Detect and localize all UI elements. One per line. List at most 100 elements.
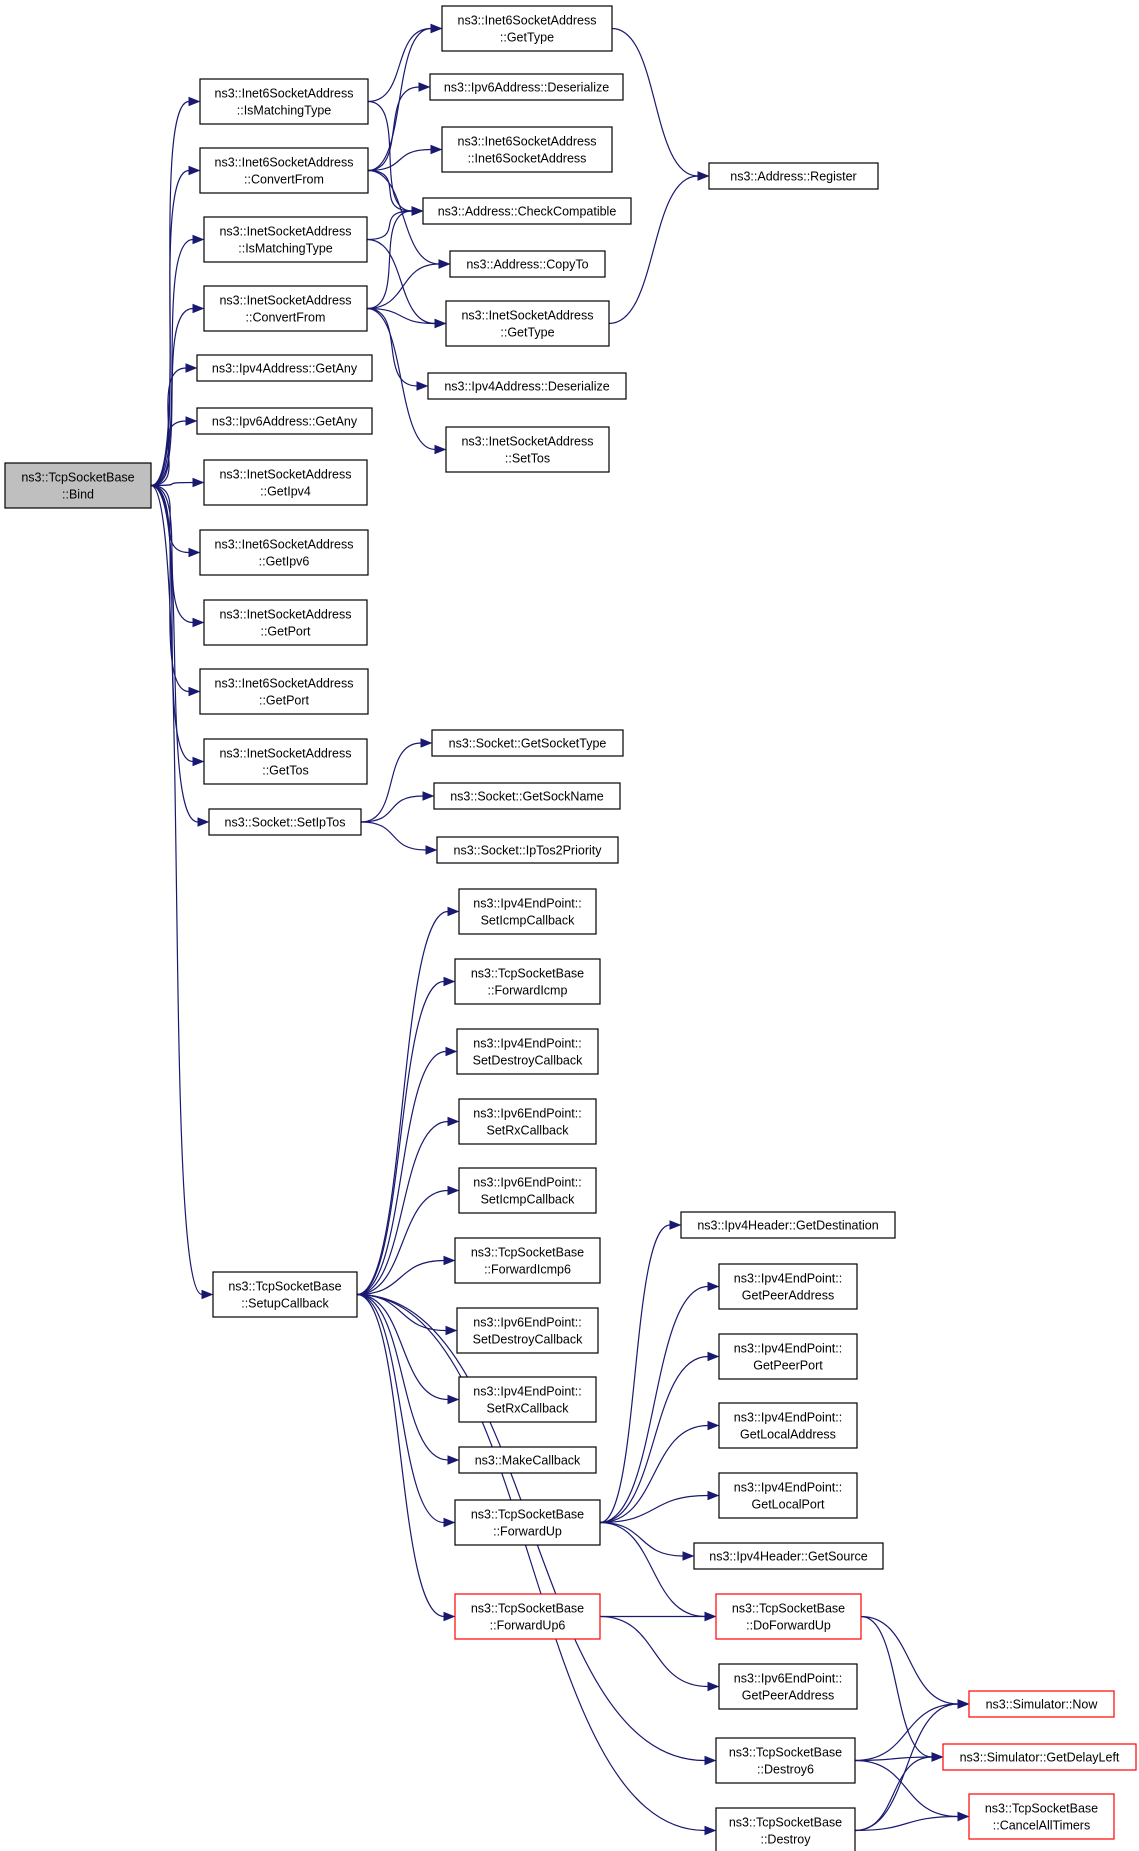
node-box	[693, 1542, 884, 1570]
node-cancelalltimers[interactable]: ns3::TcpSocketBase::CancelAllTimers	[968, 1793, 1115, 1840]
node-ep4_setdestroy[interactable]: ns3::Ipv4EndPoint::SetDestroyCallback	[456, 1028, 599, 1075]
node-ep6_setrx[interactable]: ns3::Ipv6EndPoint::SetRxCallback	[458, 1098, 597, 1145]
node-copyto[interactable]: ns3::Address::CopyTo	[449, 250, 606, 278]
node-register[interactable]: ns3::Address::Register	[708, 162, 879, 190]
node-i4_settos[interactable]: ns3::InetSocketAddress::SetTos	[445, 426, 610, 473]
node-label: ::Inet6SocketAddress	[468, 152, 587, 166]
node-setiptos[interactable]: ns3::Socket::SetIpTos	[208, 808, 362, 836]
edge-i4_convert-to-i4_settos	[366, 307, 447, 455]
edge-bind-to-i4_convert	[150, 303, 205, 487]
node-label: SetIcmpCallback	[481, 1193, 576, 1207]
node-iptos2prio[interactable]: ns3::Socket::IpTos2Priority	[436, 836, 619, 864]
node-box	[458, 1446, 597, 1474]
node-ep4_getpeeraddr[interactable]: ns3::Ipv4EndPoint::GetPeerAddress	[718, 1263, 858, 1310]
node-label: ns3::Ipv6EndPoint::	[473, 1176, 581, 1190]
node-destroy[interactable]: ns3::TcpSocketBase::Destroy	[715, 1807, 856, 1851]
node-doforwardup[interactable]: ns3::TcpSocketBase::DoForwardUp	[715, 1593, 862, 1640]
node-i6_convert[interactable]: ns3::Inet6SocketAddress::ConvertFrom	[199, 147, 369, 194]
node-label: ns3::Socket::GetSockName	[450, 790, 604, 804]
node-ep4_getlocalport[interactable]: ns3::Ipv4EndPoint::GetLocalPort	[718, 1472, 858, 1519]
node-ep6_seticmp[interactable]: ns3::Ipv6EndPoint::SetIcmpCallback	[458, 1167, 597, 1214]
node-label: ::GetIpv4	[260, 485, 311, 499]
node-box	[203, 599, 368, 646]
node-label: ::CancelAllTimers	[993, 1819, 1090, 1833]
node-i6_ctor[interactable]: ns3::Inet6SocketAddress::Inet6SocketAddr…	[441, 126, 613, 173]
node-label: ns3::TcpSocketBase	[471, 967, 584, 981]
edge-fwdup-to-ipv4h_getdest	[599, 1220, 682, 1524]
node-box	[968, 1793, 1115, 1840]
node-sim_getdelayleft[interactable]: ns3::Simulator::GetDelayLeft	[942, 1743, 1137, 1771]
node-ipv4_getany[interactable]: ns3::Ipv4Address::GetAny	[196, 354, 373, 382]
node-i6_ismatch[interactable]: ns3::Inet6SocketAddress::IsMatchingType	[199, 78, 369, 125]
node-label: GetPeerAddress	[742, 1689, 834, 1703]
node-makecallback[interactable]: ns3::MakeCallback	[458, 1446, 597, 1474]
node-bind[interactable]: ns3::TcpSocketBase::Bind	[4, 462, 152, 509]
node-i6_getport[interactable]: ns3::Inet6SocketAddress::GetPort	[199, 668, 369, 715]
node-setupcallback[interactable]: ns3::TcpSocketBase::SetupCallback	[212, 1271, 358, 1318]
node-box	[199, 78, 369, 125]
node-ipv4h_getsrc[interactable]: ns3::Ipv4Header::GetSource	[693, 1542, 884, 1570]
node-label: ns3::Ipv6EndPoint::	[734, 1672, 842, 1686]
node-ep6_getpeeraddr[interactable]: ns3::Ipv6EndPoint::GetPeerAddress	[718, 1663, 858, 1710]
node-box	[718, 1333, 858, 1380]
node-label: ::GetPort	[260, 625, 311, 639]
node-i4_ismatch[interactable]: ns3::InetSocketAddress::IsMatchingType	[203, 216, 368, 263]
node-i6_gettype[interactable]: ns3::Inet6SocketAddress::GetType	[441, 5, 613, 52]
node-label: ns3::TcpSocketBase	[732, 1602, 845, 1616]
node-label: ::IsMatchingType	[238, 242, 333, 256]
node-i4_convert[interactable]: ns3::InetSocketAddress::ConvertFrom	[203, 285, 368, 332]
node-label: ns3::Inet6SocketAddress	[215, 538, 354, 552]
node-fwdicmp6[interactable]: ns3::TcpSocketBase::ForwardIcmp6	[454, 1237, 601, 1284]
node-i4_getport[interactable]: ns3::InetSocketAddress::GetPort	[203, 599, 368, 646]
edge-fwdup-to-ep4_getpeeraddr	[599, 1281, 720, 1524]
node-ipv6_deser[interactable]: ns3::Ipv6Address::Deserialize	[429, 73, 624, 101]
edge-setiptos-to-getsockname	[360, 791, 435, 823]
node-sim_now[interactable]: ns3::Simulator::Now	[968, 1690, 1115, 1718]
node-label: ns3::TcpSocketBase	[21, 471, 134, 485]
node-i4_gettype[interactable]: ns3::InetSocketAddress::GetType	[445, 300, 610, 347]
node-box	[456, 1307, 599, 1354]
node-box	[203, 285, 368, 332]
node-ep6_setdestroy[interactable]: ns3::Ipv6EndPoint::SetDestroyCallback	[456, 1307, 599, 1354]
node-box	[427, 372, 627, 400]
node-label: ::ForwardUp	[493, 1525, 562, 1539]
node-ipv6_getany[interactable]: ns3::Ipv6Address::GetAny	[196, 407, 373, 435]
edge-destroy-to-cancelalltimers	[854, 1811, 970, 1832]
edges-layer	[150, 23, 970, 1836]
node-getsockettype[interactable]: ns3::Socket::GetSocketType	[431, 729, 624, 757]
edge-setupcallback-to-ep6_setrx	[356, 1116, 460, 1296]
node-fwdup[interactable]: ns3::TcpSocketBase::ForwardUp	[454, 1499, 601, 1546]
node-label: ::ForwardIcmp6	[484, 1263, 571, 1277]
node-label: ns3::TcpSocketBase	[471, 1602, 584, 1616]
edge-i4_gettype-to-register	[608, 171, 710, 325]
node-i6_getipv6[interactable]: ns3::Inet6SocketAddress::GetIpv6	[199, 529, 369, 576]
node-label: GetLocalAddress	[740, 1428, 836, 1442]
node-fwdup6[interactable]: ns3::TcpSocketBase::ForwardUp6	[454, 1593, 601, 1640]
node-ep4_seticmp[interactable]: ns3::Ipv4EndPoint::SetIcmpCallback	[458, 888, 597, 935]
node-ep4_getpeerport[interactable]: ns3::Ipv4EndPoint::GetPeerPort	[718, 1333, 858, 1380]
node-label: ns3::Address::CheckCompatible	[438, 205, 617, 219]
node-label: SetRxCallback	[487, 1402, 570, 1416]
node-box	[454, 1499, 601, 1546]
node-box	[454, 958, 601, 1005]
node-ep4_getlocaladdr[interactable]: ns3::Ipv4EndPoint::GetLocalAddress	[718, 1402, 858, 1449]
node-ep4_setrx[interactable]: ns3::Ipv4EndPoint::SetRxCallback	[458, 1376, 597, 1423]
node-i4_getipv4[interactable]: ns3::InetSocketAddress::GetIpv4	[203, 459, 368, 506]
node-label: ns3::InetSocketAddress	[219, 225, 351, 239]
node-getsockname[interactable]: ns3::Socket::GetSockName	[433, 782, 621, 810]
node-checkcompat[interactable]: ns3::Address::CheckCompatible	[422, 197, 632, 225]
node-fwdicmp[interactable]: ns3::TcpSocketBase::ForwardIcmp	[454, 958, 601, 1005]
node-i4_gettos[interactable]: ns3::InetSocketAddress::GetTos	[203, 738, 368, 785]
node-destroy6[interactable]: ns3::TcpSocketBase::Destroy6	[715, 1737, 856, 1784]
edge-fwdup6-to-ep6_getpeeraddr	[599, 1615, 720, 1692]
node-label: ns3::Ipv6EndPoint::	[473, 1316, 581, 1330]
node-ipv4h_getdest[interactable]: ns3::Ipv4Header::GetDestination	[680, 1211, 896, 1239]
node-box	[942, 1743, 1137, 1771]
node-label: ns3::Socket::SetIpTos	[225, 816, 346, 830]
node-box	[212, 1271, 358, 1318]
node-box	[454, 1593, 601, 1640]
node-ipv4_deser[interactable]: ns3::Ipv4Address::Deserialize	[427, 372, 627, 400]
node-label: ns3::Ipv4EndPoint::	[473, 1037, 581, 1051]
edge-doforwardup-to-sim_now	[860, 1615, 970, 1709]
